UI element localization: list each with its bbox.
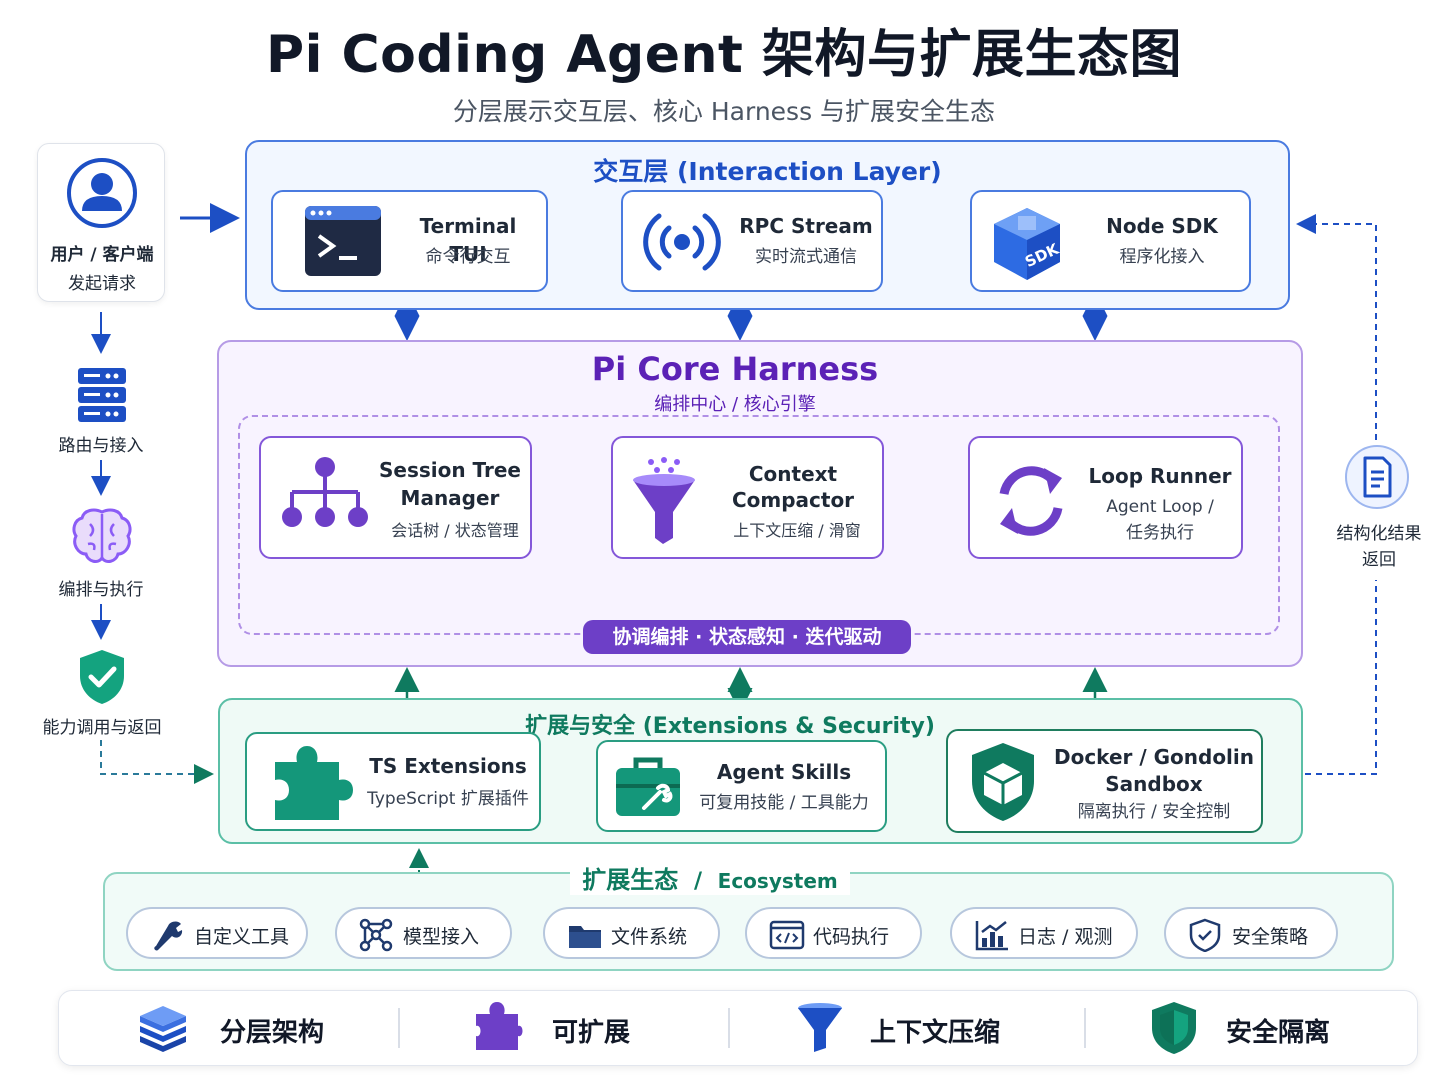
- core-layer-label: Pi Core Harness: [591, 350, 879, 388]
- card-docker-sandbox: Docker / Gondolin Sandbox 隔离执行 / 安全控制: [946, 729, 1263, 833]
- eco-item-label: 安全策略: [1232, 926, 1309, 948]
- flow-step-orchestration: 编排与执行: [58, 580, 144, 600]
- folder-icon: [569, 926, 601, 948]
- card-node-sdk: SDK Node SDK 程序化接入: [970, 190, 1251, 292]
- page-subtitle: 分层展示交互层、核心 Harness 与扩展安全生态: [452, 97, 996, 126]
- card-title-line1: Context: [748, 462, 838, 486]
- client-label: 用户 / 客户端: [50, 245, 154, 265]
- card-title: Node SDK: [1106, 214, 1218, 238]
- card-title-line1: Session Tree: [378, 458, 521, 482]
- core-layer-sublabel: 编排中心 / 核心引擎: [654, 394, 816, 415]
- broadcast-icon: [643, 213, 721, 271]
- eco-item-label: 日志 / 观测: [1018, 926, 1113, 948]
- shield-check-icon: [80, 650, 124, 704]
- card-title-line2: Manager: [400, 486, 500, 510]
- card-subtitle: 程序化接入: [1119, 247, 1205, 267]
- card-subtitle: 上下文压缩 / 滑窗: [733, 521, 861, 540]
- puzzle-icon: [275, 746, 353, 820]
- ecosystem-label-cn: 扩展生态: [582, 866, 679, 894]
- toolbox-icon: [616, 757, 680, 816]
- eco-item-file-system[interactable]: 文件系统: [543, 907, 720, 959]
- feature-layered: 分层架构: [220, 1018, 325, 1048]
- feature-context-compression: 上下文压缩: [870, 1018, 1001, 1048]
- card-title: TS Extensions: [369, 754, 527, 778]
- feature-extensible: 可扩展: [552, 1018, 631, 1048]
- flow-step-invoke: 能力调用与返回: [42, 718, 162, 738]
- card-subtitle: 隔离执行 / 安全控制: [1077, 802, 1231, 822]
- brain-icon: [72, 508, 132, 563]
- ecosystem-label: 扩展生态 / Ecosystem: [570, 860, 850, 895]
- card-title: Agent Skills: [716, 760, 852, 784]
- card-loop-runner: Loop Runner Agent Loop / 任务执行: [968, 436, 1243, 559]
- card-title: Loop Runner: [1088, 464, 1232, 488]
- ecosystem-label-en: Ecosystem: [717, 869, 838, 893]
- eco-item-label: 代码执行: [813, 926, 890, 948]
- tree-hierarchy-icon: [282, 457, 368, 527]
- card-subtitle: 命令行交互: [425, 247, 511, 267]
- client-box: 用户 / 客户端 发起请求: [37, 143, 165, 302]
- card-subtitle: 实时流式通信: [755, 247, 857, 267]
- card-title-line1: Docker / Gondolin: [1053, 745, 1255, 769]
- refresh-cycle-icon: [999, 466, 1063, 536]
- card-title: RPC Stream: [739, 214, 873, 238]
- feature-divider: [1084, 1008, 1086, 1048]
- interaction-layer-label: 交互层 (Interaction Layer): [593, 157, 942, 186]
- return-label: 结构化结果: [1336, 524, 1422, 544]
- terminal-icon: [305, 206, 381, 276]
- eco-item-label: 自定义工具: [194, 926, 290, 948]
- card-agent-skills: Agent Skills 可复用技能 / 工具能力: [596, 740, 887, 832]
- card-title: Terminal TUI: [419, 214, 517, 266]
- page-title: Pi Coding Agent 架构与扩展生态图: [265, 25, 1183, 85]
- card-rpc-stream: RPC Stream 实时流式通信: [621, 190, 883, 292]
- card-terminal-tui: Terminal TUI 命令行交互: [271, 190, 548, 292]
- eco-item-custom-tools[interactable]: 自定义工具: [126, 907, 308, 959]
- card-subtitle: TypeScript 扩展插件: [367, 789, 529, 809]
- eco-item-security-policy[interactable]: 安全策略: [1164, 907, 1338, 959]
- eco-item-code-execution[interactable]: 代码执行: [745, 907, 922, 959]
- core-pill-badge: 协调编排 · 状态感知 · 迭代驱动: [583, 620, 911, 654]
- shield-box-icon: [972, 743, 1034, 821]
- client-sublabel: 发起请求: [68, 274, 136, 294]
- feature-security-isolation: 安全隔离: [1226, 1018, 1331, 1048]
- layers-icon: [140, 1006, 186, 1052]
- funnel-icon: [798, 1003, 842, 1052]
- wrench-icon: [154, 921, 183, 951]
- card-subtitle-line1: Agent Loop /: [1106, 497, 1214, 517]
- shield-icon: [1152, 1002, 1196, 1054]
- eco-item-label: 模型接入: [403, 926, 480, 948]
- code-icon: [769, 920, 805, 950]
- ecosystem-label-sep: /: [693, 869, 702, 894]
- return-sublabel: 返回: [1362, 550, 1396, 570]
- sdk-cube-icon: SDK: [994, 208, 1063, 280]
- extensions-layer-label: 扩展与安全 (Extensions & Security): [500, 708, 960, 740]
- card-title-line2: Compactor: [731, 488, 855, 512]
- chart-icon: [975, 921, 1008, 951]
- user-icon: [67, 158, 137, 228]
- network-icon: [359, 918, 393, 952]
- card-ts-extensions: TS Extensions TypeScript 扩展插件: [245, 732, 541, 831]
- document-icon: [1345, 445, 1409, 509]
- card-subtitle: 会话树 / 状态管理: [391, 521, 519, 540]
- shield-icon: [1189, 918, 1221, 952]
- eco-item-model-access[interactable]: 模型接入: [335, 907, 512, 959]
- card-context-compactor: Context Compactor 上下文压缩 / 滑窗: [611, 436, 884, 559]
- puzzle-icon: [476, 1002, 523, 1050]
- card-title-line2: Sandbox: [1105, 772, 1203, 796]
- card-subtitle: 可复用技能 / 工具能力: [699, 793, 869, 813]
- eco-item-logging[interactable]: 日志 / 观测: [950, 907, 1138, 959]
- eco-item-label: 文件系统: [611, 926, 688, 948]
- funnel-icon: [633, 457, 695, 544]
- card-session-tree: Session Tree Manager 会话树 / 状态管理: [259, 436, 532, 559]
- server-icon: [78, 368, 126, 422]
- feature-divider: [398, 1008, 400, 1048]
- card-subtitle-line2: 任务执行: [1126, 523, 1194, 543]
- feature-divider: [728, 1008, 730, 1048]
- flow-step-routing: 路由与接入: [58, 436, 144, 456]
